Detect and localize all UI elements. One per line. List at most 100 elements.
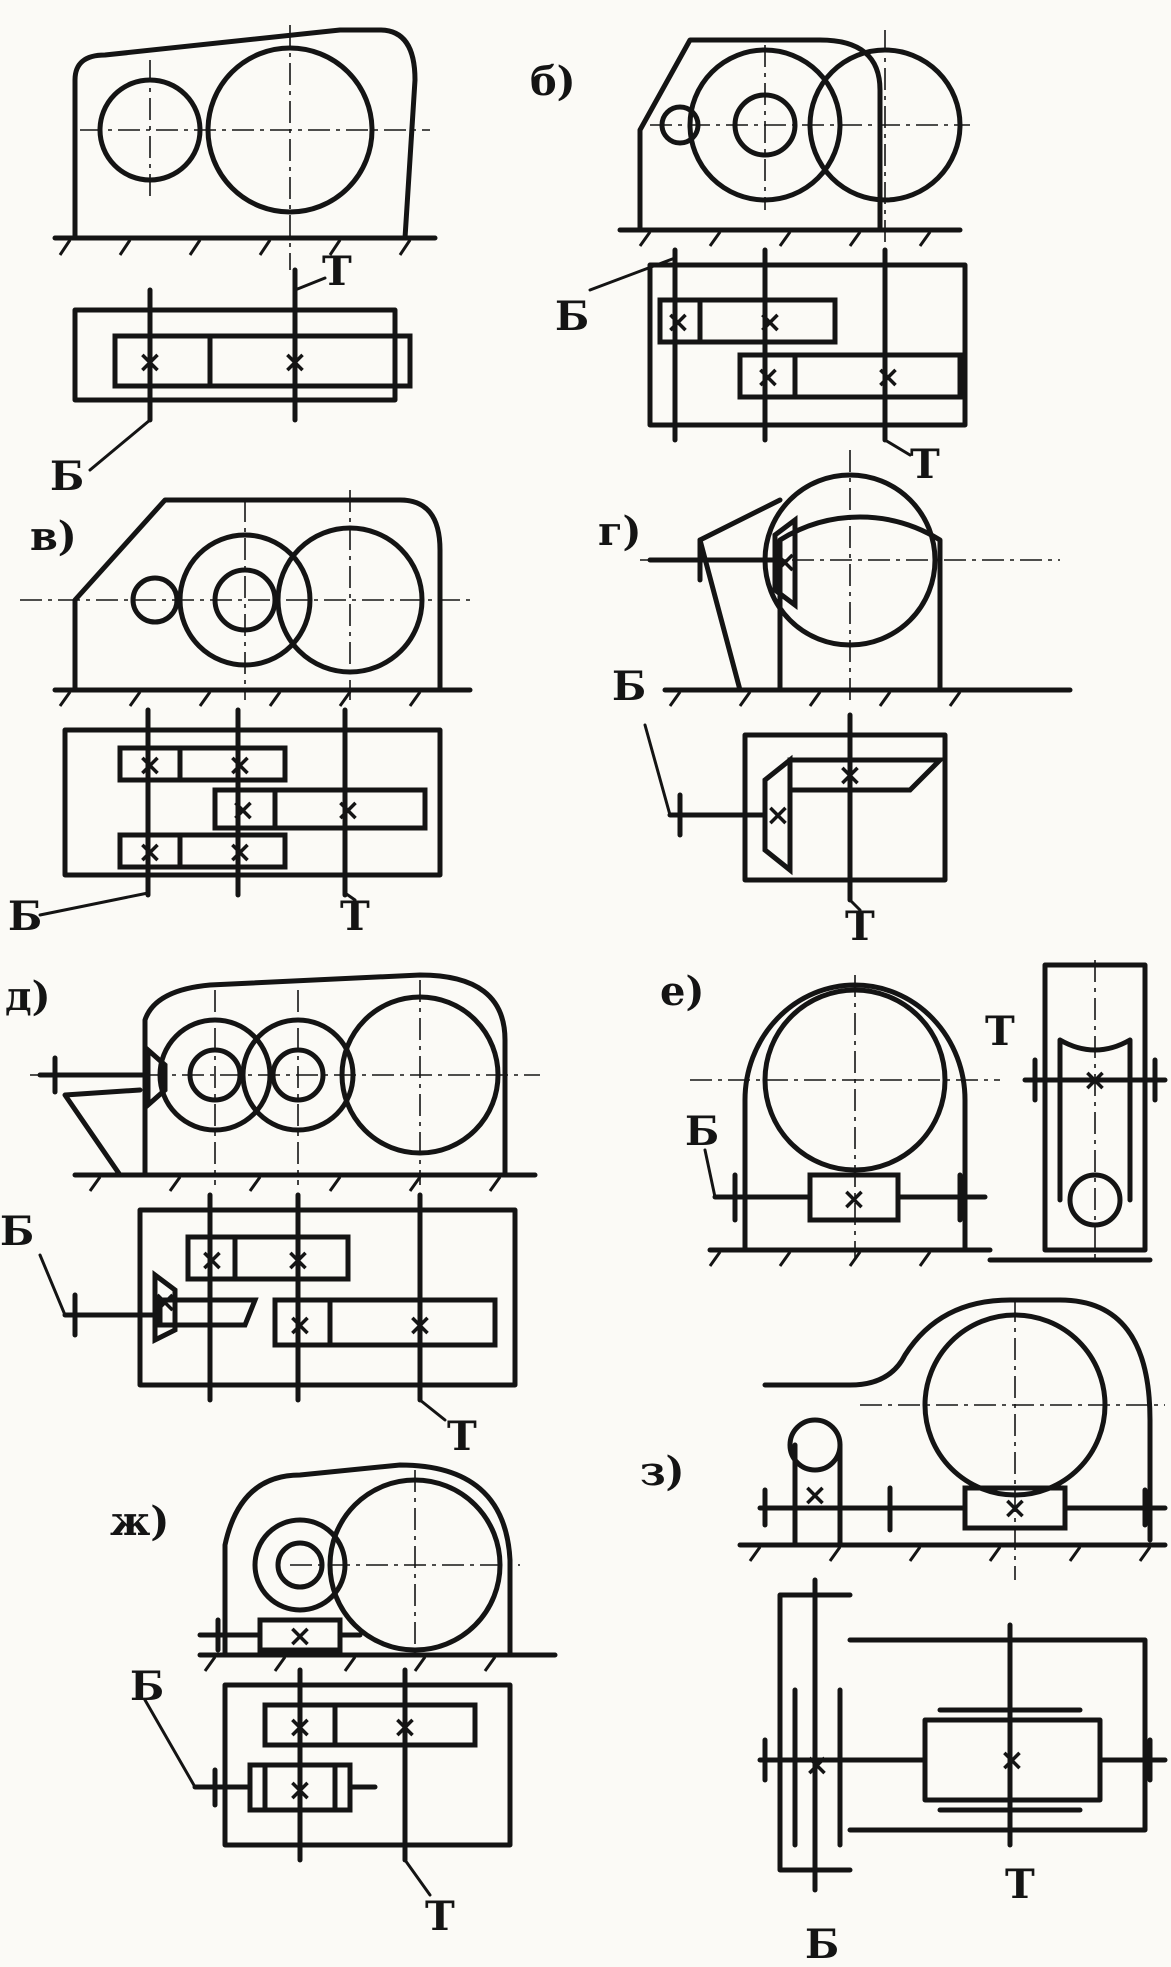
scheme-z-gear-mark-1: ×	[804, 1748, 829, 1783]
scheme-z-input-label: Б	[805, 1921, 839, 1967]
scheme-g-label: г)	[598, 508, 641, 555]
scheme-a: × × Б Т	[50, 25, 438, 500]
scheme-e-output-label: Т	[985, 1008, 1015, 1055]
scheme-v-casing	[62, 727, 443, 878]
scheme-d-bevel-bracket	[62, 1087, 143, 1178]
scheme-zh-label: ж)	[110, 1498, 169, 1545]
scheme-g-gear-mark-2: ×	[765, 798, 790, 833]
scheme-b-second-stage	[737, 352, 963, 400]
scheme-z-housing	[762, 1297, 1153, 1543]
scheme-a-input-label: Б	[50, 453, 84, 500]
scheme-z-gear-mark-2: ×	[999, 1743, 1024, 1778]
scheme-a-gear-pair	[112, 333, 413, 389]
scheme-g-bevel-pinion	[772, 515, 798, 610]
scheme-b-label: б)	[530, 58, 576, 105]
scheme-v-first-stage-upper	[117, 745, 288, 783]
scheme-a-casing	[72, 307, 398, 403]
scheme-zh-cyl-stage	[262, 1702, 478, 1748]
scheme-zh-ground-hatch	[203, 1656, 497, 1672]
scheme-b-gear-mark-1: ×	[665, 305, 690, 340]
scheme-e-gear-mark-1: ×	[841, 1182, 866, 1217]
scheme-d: д) × × × × ×	[0, 972, 540, 1460]
scheme-d-gear-mark-3: ×	[287, 1308, 312, 1343]
scheme-e-label: е)	[660, 968, 704, 1015]
scheme-d-casing	[137, 1207, 518, 1388]
scheme-a-gear-mark-2: ×	[282, 345, 307, 380]
scheme-v-first-stage-lower	[117, 832, 288, 870]
scheme-z-casing-right	[847, 1637, 1148, 1833]
scheme-zh-output-label: Т	[425, 1893, 455, 1940]
scheme-g: г) × × × Б Т	[598, 450, 1073, 950]
scheme-z-first-worm-wheel	[792, 1442, 843, 1548]
scheme-v-gear-mark-4: ×	[335, 793, 360, 828]
scheme-v-second-stage	[212, 787, 428, 831]
scheme-d-gear-mark-2: ×	[285, 1243, 310, 1278]
scheme-v-gear-mark-3: ×	[230, 793, 255, 828]
scheme-v-input-label: Б	[8, 893, 42, 940]
scheme-g-casing	[742, 732, 948, 883]
scheme-z: з) × × × × Т Б	[640, 1297, 1168, 1967]
scheme-e-input-label: Б	[685, 1108, 719, 1155]
scheme-d-output-label: Т	[447, 1413, 477, 1460]
scheme-g-output-label: Т	[845, 903, 875, 950]
scheme-d-input-label: Б	[0, 1208, 34, 1255]
scheme-d-housing	[142, 972, 508, 1178]
scheme-zh-casing	[222, 1682, 513, 1848]
scheme-v-gear-mark-2: ×	[227, 748, 252, 783]
scheme-d-bevel-pinion-scheme	[152, 1270, 178, 1345]
scheme-zh-housing	[222, 1462, 513, 1658]
scheme-z-ground-hatch	[748, 1546, 1152, 1562]
scheme-zh: ж) × × × × Б Т	[110, 1462, 558, 1940]
scheme-v: в) × × × × × × Б Т	[8, 490, 473, 940]
scheme-b-housing	[637, 37, 883, 233]
scheme-d-ground-hatch	[88, 1176, 502, 1192]
scheme-b-gear-mark-2: ×	[757, 305, 782, 340]
scheme-d-bevel-pinion	[145, 1044, 168, 1111]
scheme-g-housing	[777, 514, 943, 693]
scheme-e-ground-hatch	[708, 1251, 932, 1267]
scheme-d-second-cyl-stage	[272, 1297, 498, 1348]
scheme-d-label: д)	[5, 973, 51, 1020]
scheme-a-housing	[72, 27, 418, 241]
scheme-v-gear-mark-6: ×	[227, 835, 252, 870]
scheme-zh-gear-mark-top: ×	[287, 1619, 312, 1654]
scheme-v-housing	[72, 497, 443, 693]
scheme-e-side-worm	[1067, 1172, 1123, 1228]
scheme-g-gear-mark-1: ×	[837, 758, 862, 793]
scheme-v-ground-hatch	[58, 691, 422, 707]
scheme-z-output-label: Т	[1005, 1861, 1035, 1908]
scheme-zh-gear-mark-1: ×	[287, 1710, 312, 1745]
scheme-b-casing	[647, 262, 968, 428]
scheme-d-first-cyl-stage	[185, 1234, 351, 1282]
scheme-b-gear-mark-4: ×	[875, 360, 900, 395]
scheme-zh-gear-mark-2: ×	[392, 1710, 417, 1745]
scheme-g-bevel-pinion-scheme	[762, 754, 793, 876]
scheme-g-input-label: Б	[612, 663, 646, 710]
scheme-v-label: в)	[30, 513, 77, 560]
scheme-zh-input-label: Б	[130, 1663, 164, 1710]
scheme-g-gear-mark-top: ×	[772, 545, 797, 580]
scheme-z-first-worm-wheel-scheme	[792, 1687, 843, 1848]
scheme-b-input-label: Б	[555, 293, 589, 340]
scheme-b-gear-mark-3: ×	[755, 360, 780, 395]
scheme-d-gear-mark-1: ×	[199, 1243, 224, 1278]
scheme-b: б) × × × × Б Т	[530, 30, 970, 488]
scheme-g-bevel-gear-scheme	[787, 757, 947, 793]
scheme-a-ground-hatch	[58, 239, 412, 256]
scheme-b-output-label: Т	[910, 441, 940, 488]
scheme-zh-gear-mark-3: ×	[287, 1773, 312, 1808]
scheme-g-ground-hatch	[668, 691, 962, 707]
scheme-z-label: з)	[640, 1448, 684, 1495]
scheme-z-second-worm-wheel-scheme	[922, 1717, 1103, 1803]
scheme-v-output-label: Т	[340, 893, 370, 940]
scheme-d-gear-mark-4: ×	[407, 1308, 432, 1343]
scheme-b-first-stage	[657, 297, 838, 345]
scheme-a-output-label: Т	[322, 248, 352, 295]
scheme-e: е) × Б × Т	[660, 960, 1168, 1267]
scheme-a-gear-mark-1: ×	[137, 345, 162, 380]
scheme-v-gear-mark-1: ×	[137, 748, 162, 783]
scheme-g-bevel-bracket	[697, 497, 783, 693]
scheme-b-ground-hatch	[638, 231, 932, 247]
scheme-d-bevel-pair-scheme	[157, 1297, 259, 1328]
